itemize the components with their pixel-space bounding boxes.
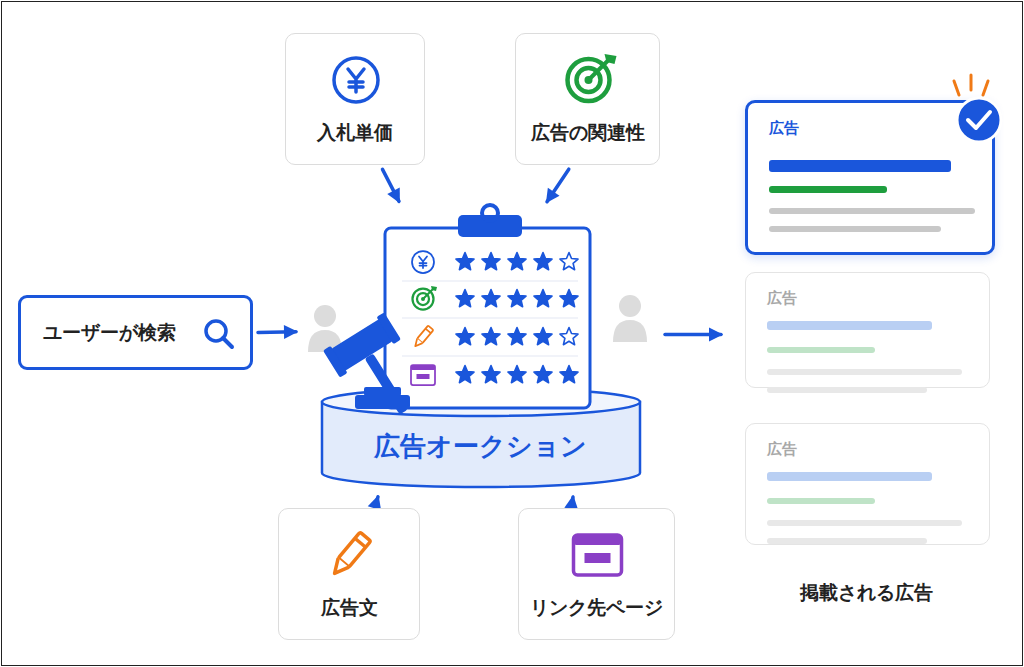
node-illustration	[519, 509, 674, 639]
ad-card: 広告	[745, 272, 990, 388]
search-box: ユーザーが検索	[18, 295, 253, 370]
caption-label: 掲載される広告	[800, 580, 933, 606]
node-label: 広告文	[279, 595, 419, 621]
factor-card: 広告の関連性	[515, 33, 660, 165]
node-label: 広告	[767, 440, 797, 459]
flow-arrow	[665, 333, 721, 337]
node-label: ユーザーが検索	[43, 320, 176, 346]
flow-arrow	[258, 330, 296, 334]
node-label: 広告オークション	[300, 429, 660, 464]
flow-arrow	[383, 169, 400, 201]
node-label: 広告	[769, 119, 799, 138]
node-illustration	[516, 34, 659, 164]
factor-card: 広告文	[278, 508, 420, 640]
auction-platform: 広告オークション	[300, 205, 660, 493]
node-illustration	[286, 34, 424, 164]
node-label: 広告	[767, 289, 797, 308]
node-label: リンク先ページ	[519, 595, 674, 621]
node-label: 入札単価	[286, 120, 424, 146]
node-label: 広告の関連性	[516, 120, 659, 146]
factor-card: リンク先ページ	[518, 508, 675, 640]
flow-arrow	[547, 169, 569, 202]
factor-card: 入札単価	[285, 33, 425, 165]
node-illustration	[279, 509, 419, 639]
ad-card: 広告	[745, 423, 990, 545]
ad-card: 広告	[745, 100, 995, 255]
flow-arrow	[376, 497, 378, 503]
flow-arrow	[570, 497, 574, 503]
